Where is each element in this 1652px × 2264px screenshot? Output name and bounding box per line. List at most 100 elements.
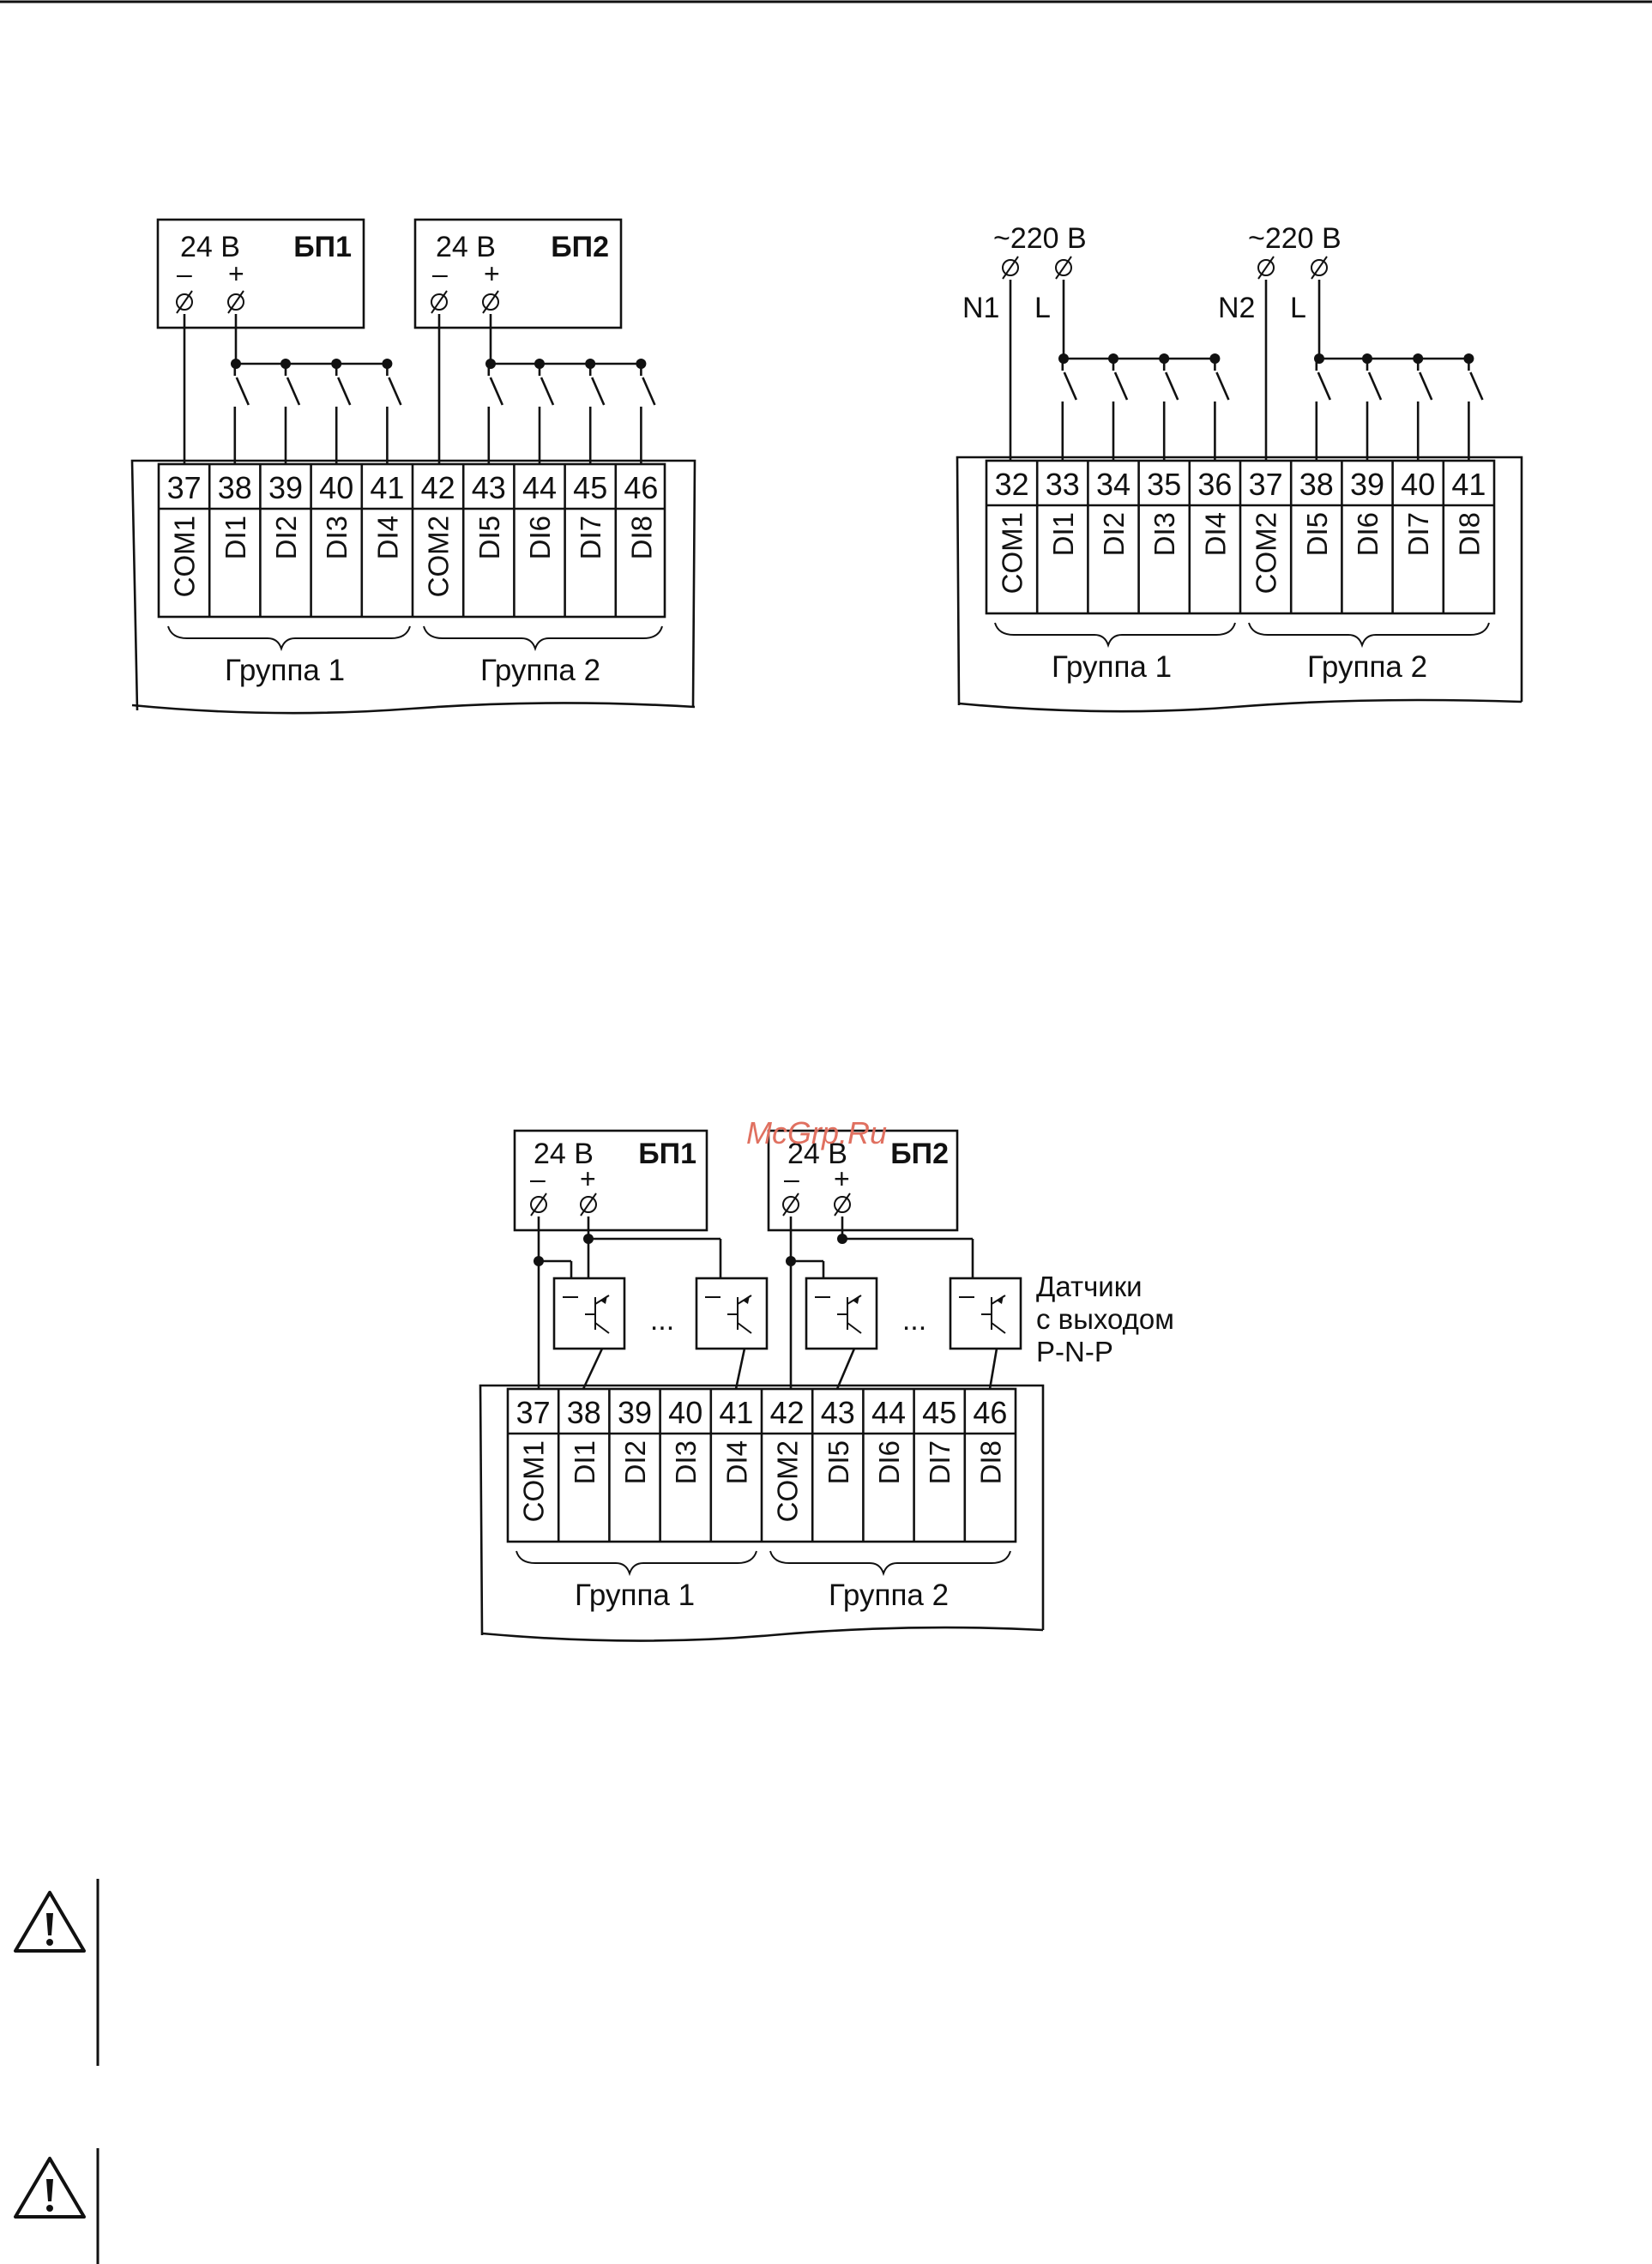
- terminal-number: 41: [370, 470, 404, 505]
- group2-brace: [423, 625, 663, 652]
- terminal-number: 37: [167, 470, 202, 505]
- power-supply-1-voltage: 24 В: [180, 231, 240, 263]
- switch-blade: [1419, 371, 1433, 401]
- group2-brace: [769, 1550, 1011, 1577]
- group1-label: Группа 1: [575, 1579, 695, 1612]
- terminal-number: 38: [1299, 467, 1334, 502]
- switch-contact: [1366, 359, 1383, 461]
- terminal-number: 41: [719, 1395, 753, 1430]
- sensor-box: [552, 1277, 626, 1350]
- switch-blade: [540, 377, 555, 406]
- signal-label: DI3: [1149, 512, 1180, 556]
- switch-contact: [1112, 359, 1129, 461]
- group1-label: Группа 1: [225, 654, 345, 687]
- switch-contact: [538, 364, 555, 464]
- power-supply-1-plus: +: [580, 1163, 596, 1194]
- terminal-number: 39: [1350, 467, 1384, 502]
- terminal-number: 38: [567, 1395, 601, 1430]
- sensor-label-line1: Датчики: [1036, 1271, 1143, 1302]
- signal-label: DI7: [1402, 512, 1434, 556]
- switch-contact: [233, 364, 250, 464]
- transistor-arrow: [600, 1295, 607, 1304]
- terminal-number: 39: [268, 470, 303, 505]
- screw-terminal-icon: [431, 290, 448, 314]
- terminal-number: 35: [1147, 467, 1181, 502]
- screw-slash: [176, 290, 193, 314]
- signal-label: DI2: [270, 516, 302, 559]
- transistor-emitter: [594, 1322, 610, 1334]
- screw-slash: [482, 290, 499, 314]
- group1-brace: [994, 622, 1236, 649]
- warning-triangle-icon: [14, 2157, 86, 2219]
- power-supply-1-name: БП1: [638, 1138, 696, 1170]
- power-supply-2-name: БП2: [551, 231, 609, 263]
- power-supply-2-plus: +: [484, 258, 500, 289]
- screw-circle: [834, 1196, 851, 1213]
- device-housing: [130, 459, 696, 711]
- transistor-emitter: [847, 1322, 862, 1334]
- terminal-number: 44: [871, 1395, 906, 1430]
- screw-terminal-icon: [176, 290, 193, 314]
- signal-label: DI1: [220, 516, 251, 559]
- switch-contact: [588, 364, 606, 464]
- sensor-ellipsis-2: ...: [902, 1304, 926, 1337]
- transistor-emitter: [737, 1322, 752, 1334]
- device-housing: [479, 1384, 1045, 1636]
- signal-label: DI3: [670, 1440, 702, 1484]
- power-supply-1-box: [513, 1129, 708, 1232]
- sensor-label-line3: P-N-P: [1036, 1336, 1113, 1367]
- switch-blade: [235, 377, 250, 406]
- signal-label: COM2: [772, 1440, 804, 1522]
- signal-label: DI5: [1301, 512, 1333, 556]
- signal-label: COM1: [169, 516, 201, 597]
- terminal-number: 44: [522, 470, 557, 505]
- signal-label: DI4: [1199, 512, 1231, 556]
- pnp-sensor: [805, 1277, 878, 1350]
- switch-contact: [1162, 359, 1179, 461]
- power-supply-2-minus: –: [432, 258, 448, 289]
- screw-slash: [530, 1192, 547, 1217]
- screw-circle: [1257, 259, 1275, 276]
- screw-terminal-icon: [1055, 256, 1072, 280]
- switch-blade: [1063, 371, 1077, 401]
- screw-circle: [176, 293, 193, 311]
- sensor-label-line2: с выходом: [1036, 1303, 1174, 1335]
- mains-2-line-label: L: [1290, 292, 1306, 324]
- terminal-number: 32: [995, 467, 1029, 502]
- switch-blade: [286, 377, 301, 406]
- switch-blade: [1367, 371, 1383, 401]
- terminal-number: 39: [618, 1395, 652, 1430]
- screw-slash: [1311, 256, 1328, 280]
- switch-contact: [640, 364, 656, 464]
- signal-label: DI8: [1453, 512, 1485, 556]
- diagram-dc-switches: 37COM138DI139DI240DI341DI442COM243DI544D…: [130, 218, 696, 715]
- screw-terminal-icon: [482, 290, 499, 314]
- power-supply-2-plus: +: [834, 1163, 850, 1194]
- power-supply-2-box: [767, 1129, 959, 1232]
- power-supply-1-minus: –: [177, 258, 192, 289]
- terminal-number: 40: [1401, 467, 1435, 502]
- pnp-sensor: [552, 1277, 626, 1350]
- transistor-arrow: [997, 1295, 1004, 1304]
- warning-triangle-icon: [14, 1891, 86, 1953]
- pnp-sensor: [949, 1277, 1022, 1350]
- signal-label: DI1: [569, 1440, 600, 1484]
- terminal-number: 45: [573, 470, 607, 505]
- diagram-ac-switches: 32COM133DI134DI235DI336DI437COM238DI539D…: [956, 222, 1523, 713]
- sensor-ellipsis-1: ...: [650, 1304, 674, 1337]
- switch-blade: [591, 377, 606, 406]
- junction-dot: [485, 359, 496, 369]
- signal-label: COM2: [423, 516, 455, 597]
- switch-blade: [489, 377, 503, 406]
- mains-2-voltage: ~220 В: [1248, 222, 1341, 255]
- screw-terminal-icon: [580, 1192, 597, 1217]
- group1-brace: [167, 625, 411, 652]
- switch-blade: [1469, 371, 1484, 401]
- transistor-arrow: [743, 1295, 750, 1304]
- screw-circle: [482, 293, 499, 311]
- mains-2-neutral-label: N2: [1218, 292, 1255, 324]
- screw-circle: [580, 1196, 597, 1213]
- device-housing: [956, 456, 1523, 706]
- switch-blade: [1215, 371, 1230, 401]
- switch-blade: [1317, 371, 1331, 401]
